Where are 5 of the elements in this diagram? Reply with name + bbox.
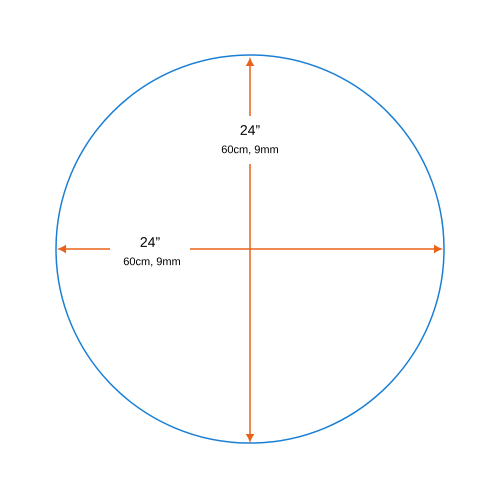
dimension-label: 24”	[140, 237, 160, 247]
dimension-label: 24”	[240, 125, 260, 135]
circle-outline	[55, 54, 445, 444]
dimension-note: 60cm, 9mm	[222, 145, 278, 155]
dimension-note: 60cm, 9mm	[124, 257, 180, 267]
